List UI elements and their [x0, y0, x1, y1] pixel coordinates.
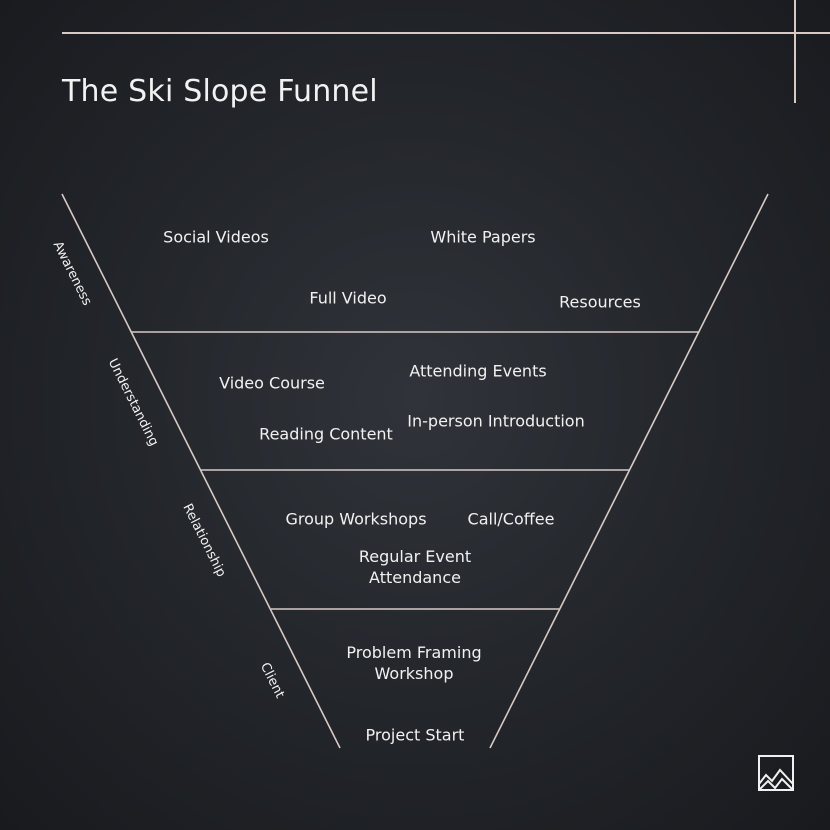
funnel-item: Video Course	[219, 373, 325, 393]
mountain-logo-icon	[758, 755, 794, 791]
funnel-right-edge	[489, 193, 769, 749]
right-rule	[794, 0, 796, 103]
funnel-item: Full Video	[309, 288, 387, 308]
funnel-item: Social Videos	[163, 227, 269, 247]
funnel-item: Regular Event Attendance	[358, 547, 472, 587]
funnel-item: In-person Introduction	[407, 411, 585, 431]
top-rule	[62, 32, 830, 34]
funnel-item: Project Start	[365, 725, 465, 745]
page-title: The Ski Slope Funnel	[62, 74, 378, 109]
funnel-item: White Papers	[430, 227, 536, 247]
funnel-left-edge	[61, 193, 341, 749]
funnel-item: Attending Events	[409, 361, 547, 381]
funnel-item: Problem Framing Workshop	[346, 643, 482, 683]
funnel-item: Resources	[559, 292, 641, 312]
funnel-item: Reading Content	[259, 424, 393, 444]
funnel-item: Call/Coffee	[467, 509, 555, 529]
funnel-item: Group Workshops	[285, 509, 427, 529]
